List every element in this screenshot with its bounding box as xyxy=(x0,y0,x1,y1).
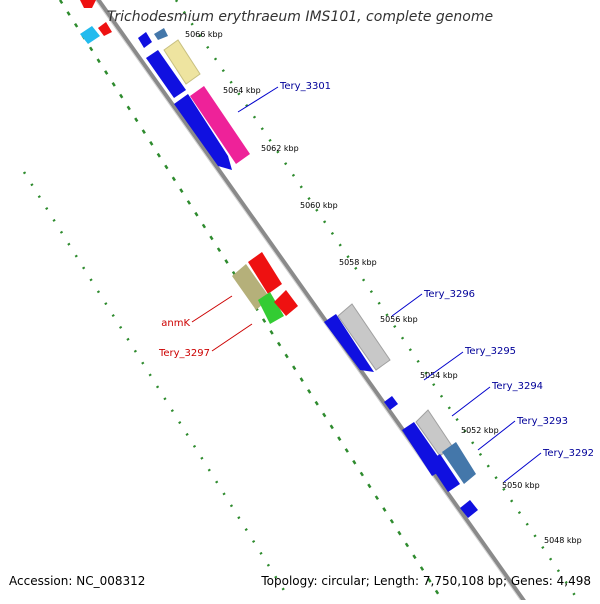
gene-feature xyxy=(442,442,476,484)
gene-feature xyxy=(384,396,398,410)
kbp-tick-label: 5056 kbp xyxy=(380,315,418,324)
gene-label: Tery_3297 xyxy=(158,348,210,359)
gene-feature xyxy=(163,39,201,85)
kbp-tick-label: 5048 kbp xyxy=(544,536,582,545)
gene-label: anmK xyxy=(161,318,190,329)
label-leader-line xyxy=(451,386,491,417)
gene-feature xyxy=(80,0,96,8)
gene-label: Tery_3295 xyxy=(464,346,516,357)
genome-summary-text: Topology: circular; Length: 7,750,108 bp… xyxy=(261,574,591,588)
kbp-tick-label: 5052 kbp xyxy=(461,426,499,435)
kbp-tick-label: 5060 kbp xyxy=(300,201,338,210)
kbp-tick-label: 5066 kbp xyxy=(185,30,223,39)
genome-title: Trichodesmium erythraeum IMS101, complet… xyxy=(106,9,494,25)
label-leader-line xyxy=(237,86,279,113)
gene-feature xyxy=(428,454,460,492)
label-leader-line xyxy=(191,295,233,323)
gene-feature xyxy=(146,50,186,98)
kbp-tick-label: 5058 kbp xyxy=(339,258,377,267)
label-leader-line xyxy=(503,452,542,483)
kbp-tick-label: 5050 kbp xyxy=(502,481,540,490)
gene-feature xyxy=(274,290,298,316)
gene-label: Tery_3294 xyxy=(491,381,543,392)
gene-feature xyxy=(154,28,168,40)
gene-feature xyxy=(98,22,112,36)
genome-backbone-highlight xyxy=(94,0,524,604)
gene-label: Tery_3292 xyxy=(542,448,594,459)
accession-text: Accession: NC_008312 xyxy=(9,574,146,588)
kbp-tick-label: 5062 kbp xyxy=(261,144,299,153)
gene-feature xyxy=(248,252,282,294)
gene-feature xyxy=(258,292,284,324)
gene-feature xyxy=(460,500,478,518)
label-leader-line xyxy=(211,323,253,352)
gene-feature xyxy=(324,314,374,372)
gene-label: Tery_3293 xyxy=(516,416,568,427)
gene-feature xyxy=(138,32,152,48)
gene-label: Tery_3296 xyxy=(423,289,475,300)
gene-feature xyxy=(80,26,100,44)
gc-track-inner-left xyxy=(22,171,292,601)
gene-label: Tery_3301 xyxy=(279,81,331,92)
genome-backbone xyxy=(96,0,529,604)
label-leader-line xyxy=(391,293,423,317)
gene-feature xyxy=(337,303,391,371)
label-leader-line xyxy=(423,351,464,381)
kbp-tick-label: 5064 kbp xyxy=(223,86,261,95)
gene-feature xyxy=(190,86,250,164)
kbp-tick-label: 5054 kbp xyxy=(420,371,458,380)
gene-feature xyxy=(174,94,232,170)
label-leader-line xyxy=(477,420,516,451)
